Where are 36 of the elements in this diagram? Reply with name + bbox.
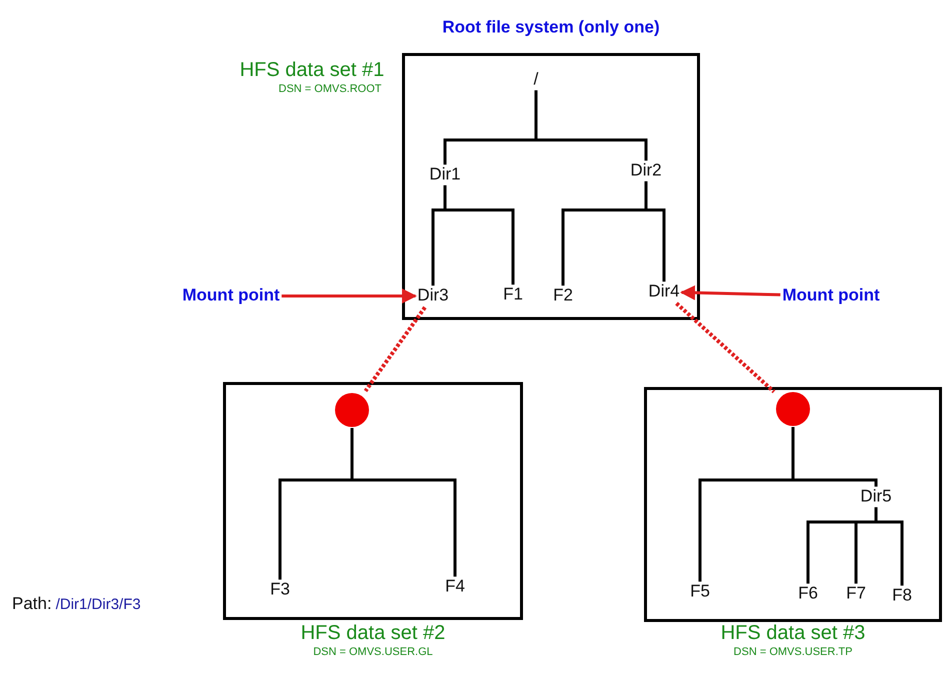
tree-line bbox=[874, 507, 904, 586]
dsn-label: DSN = OMVS.USER.TP bbox=[734, 646, 852, 658]
dotted-link bbox=[364, 306, 427, 392]
tree-node-label: Dir2 bbox=[630, 162, 662, 180]
title-text: Root file system (only one) bbox=[442, 18, 660, 38]
tree-line bbox=[444, 185, 514, 285]
arrow bbox=[680, 285, 780, 300]
callout-text: Mount point bbox=[182, 286, 280, 306]
tree-node-label: F6 bbox=[798, 584, 818, 604]
tree-line bbox=[534, 90, 648, 161]
data-set-label: HFS data set #1 bbox=[240, 59, 384, 81]
data-set-label: HFS data set #2 bbox=[300, 622, 446, 644]
mount-circle bbox=[335, 393, 369, 427]
tree-node-label: Dir3 bbox=[417, 286, 449, 306]
tree-node-label: F2 bbox=[553, 286, 573, 306]
path-label: Path: bbox=[12, 594, 52, 614]
dsn-label: DSN = OMVS.ROOT bbox=[278, 82, 382, 96]
dsn-label: DSN = OMVS.USER.GL bbox=[313, 646, 433, 658]
path-text: /Dir1/Dir3/F3 bbox=[56, 596, 141, 613]
tree-node-label: F3 bbox=[270, 580, 290, 600]
tree-line bbox=[644, 181, 666, 282]
arrow bbox=[282, 288, 417, 304]
data-set-label: HFS data set #3 bbox=[720, 622, 866, 644]
tree-node-label: / bbox=[534, 70, 538, 90]
mount-circle bbox=[776, 392, 810, 426]
callout-text: Mount point bbox=[782, 286, 880, 306]
tree-node-label: F4 bbox=[445, 578, 465, 596]
tree-node-label: F1 bbox=[503, 286, 523, 304]
tree-node-label: Dir1 bbox=[429, 166, 461, 184]
tree-node-label: Dir5 bbox=[860, 488, 892, 506]
tree-node-label: F8 bbox=[892, 586, 912, 606]
tree-node-label: Dir4 bbox=[648, 282, 680, 302]
tree-node-label: F7 bbox=[846, 584, 866, 604]
tree-node-label: F5 bbox=[690, 582, 710, 602]
dotted-link bbox=[675, 302, 776, 394]
tree-line bbox=[792, 427, 878, 487]
